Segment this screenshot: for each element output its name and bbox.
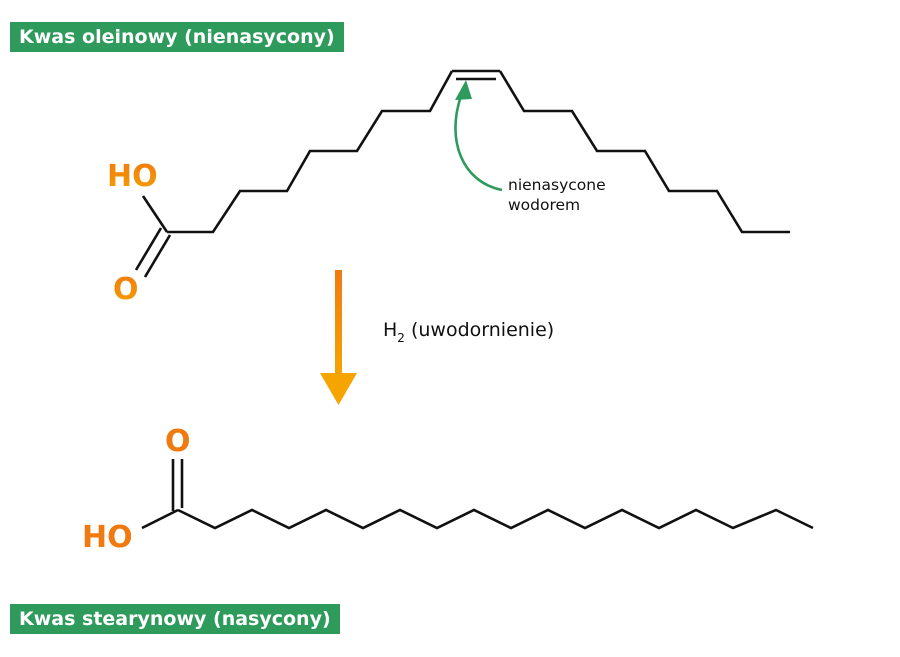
oleic-carbonyl-oxygen: O xyxy=(113,272,139,307)
stearic-acid-structure: O HO xyxy=(82,424,814,555)
stearic-carbon-chain xyxy=(177,508,814,530)
reagent-subscript: 2 xyxy=(397,331,405,345)
oleic-c-oh-bond xyxy=(141,195,169,233)
stearic-c-oh-bond xyxy=(141,508,179,530)
hydrogenation-reagent: H2 (uwodornienie) xyxy=(383,319,554,345)
oleic-carbon-chain-left xyxy=(167,70,454,234)
stearic-acid-label: Kwas stearynowy (nasycony) xyxy=(10,604,340,634)
oleic-c-o-double-bond-1 xyxy=(134,227,163,271)
hydrogenation-arrow: H2 (uwodornienie) xyxy=(320,270,554,405)
oleic-c-o-double-bond-2 xyxy=(143,234,172,278)
oleic-carbon-chain-right xyxy=(498,70,790,234)
stearic-carbonyl-oxygen: O xyxy=(165,424,191,459)
reaction-arrow-head xyxy=(320,373,357,405)
oleic-hydroxyl-group: HO xyxy=(107,159,158,194)
reagent-description: (uwodornienie) xyxy=(405,319,554,341)
double-bond-pointer-arrowhead xyxy=(455,80,472,100)
unsaturated-annotation-line1: nienasycone xyxy=(508,176,606,194)
reaction-arrow-shaft xyxy=(335,270,342,374)
unsaturated-annotation-line2: wodorem xyxy=(508,196,580,214)
stearic-hydroxyl-group: HO xyxy=(82,520,133,555)
oleic-acid-structure: HO O nienasycone wodorem xyxy=(107,69,790,307)
reagent-hydrogen: H xyxy=(383,319,397,341)
oleic-acid-label: Kwas oleinowy (nienasycony) xyxy=(10,22,344,52)
double-bond-pointer-arrow xyxy=(454,95,503,192)
